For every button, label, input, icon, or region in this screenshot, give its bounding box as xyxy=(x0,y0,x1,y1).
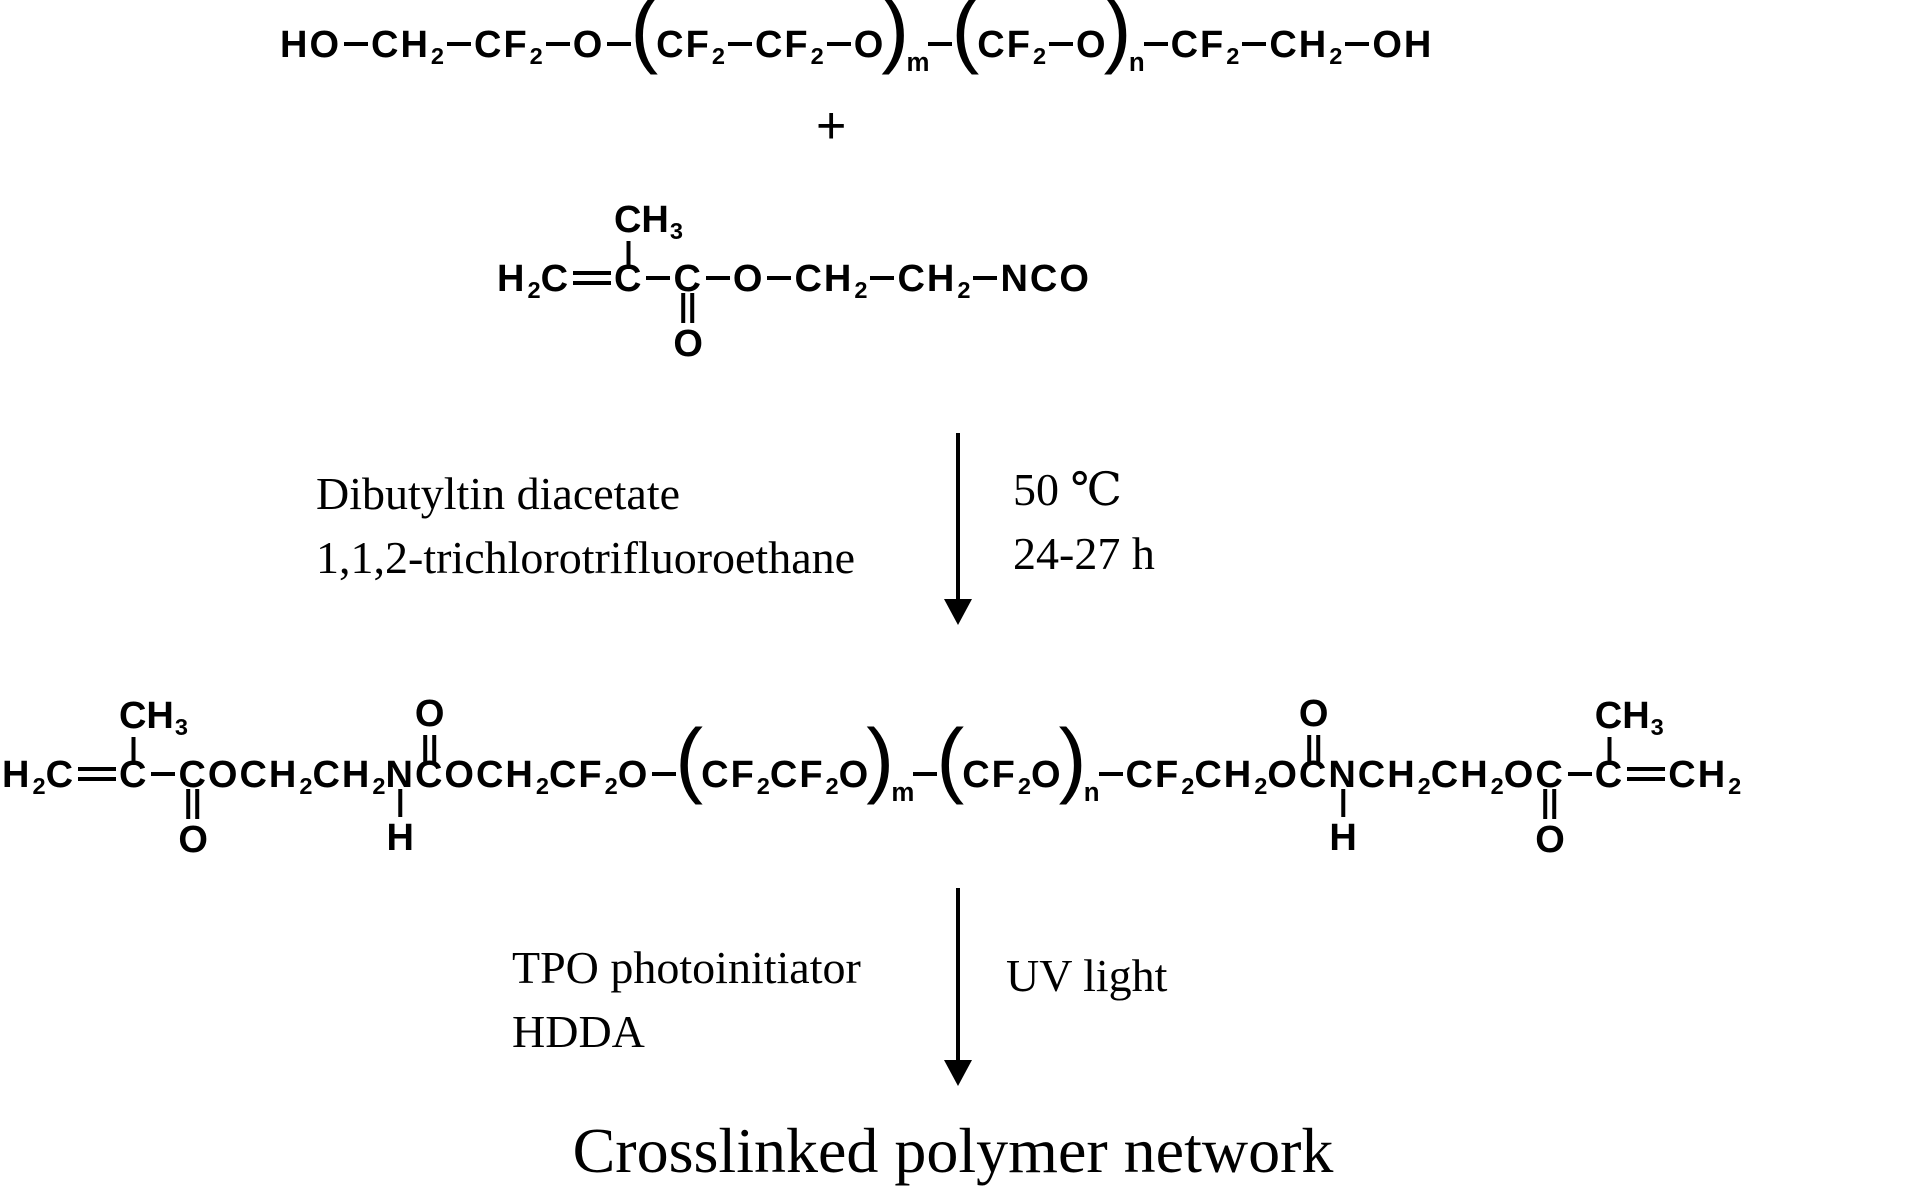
plus-sign: + xyxy=(816,97,847,155)
step2-conditions: UV light xyxy=(1006,944,1167,1008)
step2-reagent-line1: TPO photoinitiator xyxy=(512,942,861,993)
step1-reagents: Dibutyltin diacetate 1,1,2-trichlorotrif… xyxy=(316,462,855,591)
final-product-label: Crosslinked polymer network xyxy=(572,1115,1334,1186)
step1-condition-line1: 50 ℃ xyxy=(1013,464,1122,515)
step1-reagent-line2: 1,1,2-trichlorotrifluoroethane xyxy=(316,532,856,584)
step2-reaction-arrow xyxy=(944,888,972,1086)
step2-reagents: TPO photoinitiator HDDA xyxy=(512,936,861,1065)
step1-reaction-arrow xyxy=(944,433,972,625)
step1-reagent-line1: Dibutyltin diacetate xyxy=(316,468,681,519)
step1-condition-line2: 24-27 h xyxy=(1013,528,1155,580)
arrow-head-icon xyxy=(944,1060,972,1086)
arrow-head-icon xyxy=(944,599,972,625)
arrow-shaft xyxy=(956,888,960,1060)
step2-condition-line1: UV light xyxy=(1006,950,1168,1001)
step1-conditions: 50 ℃ 24-27 h xyxy=(1013,458,1155,587)
arrow-shaft xyxy=(956,433,960,599)
step2-reagent-line2: HDDA xyxy=(512,1006,645,1058)
